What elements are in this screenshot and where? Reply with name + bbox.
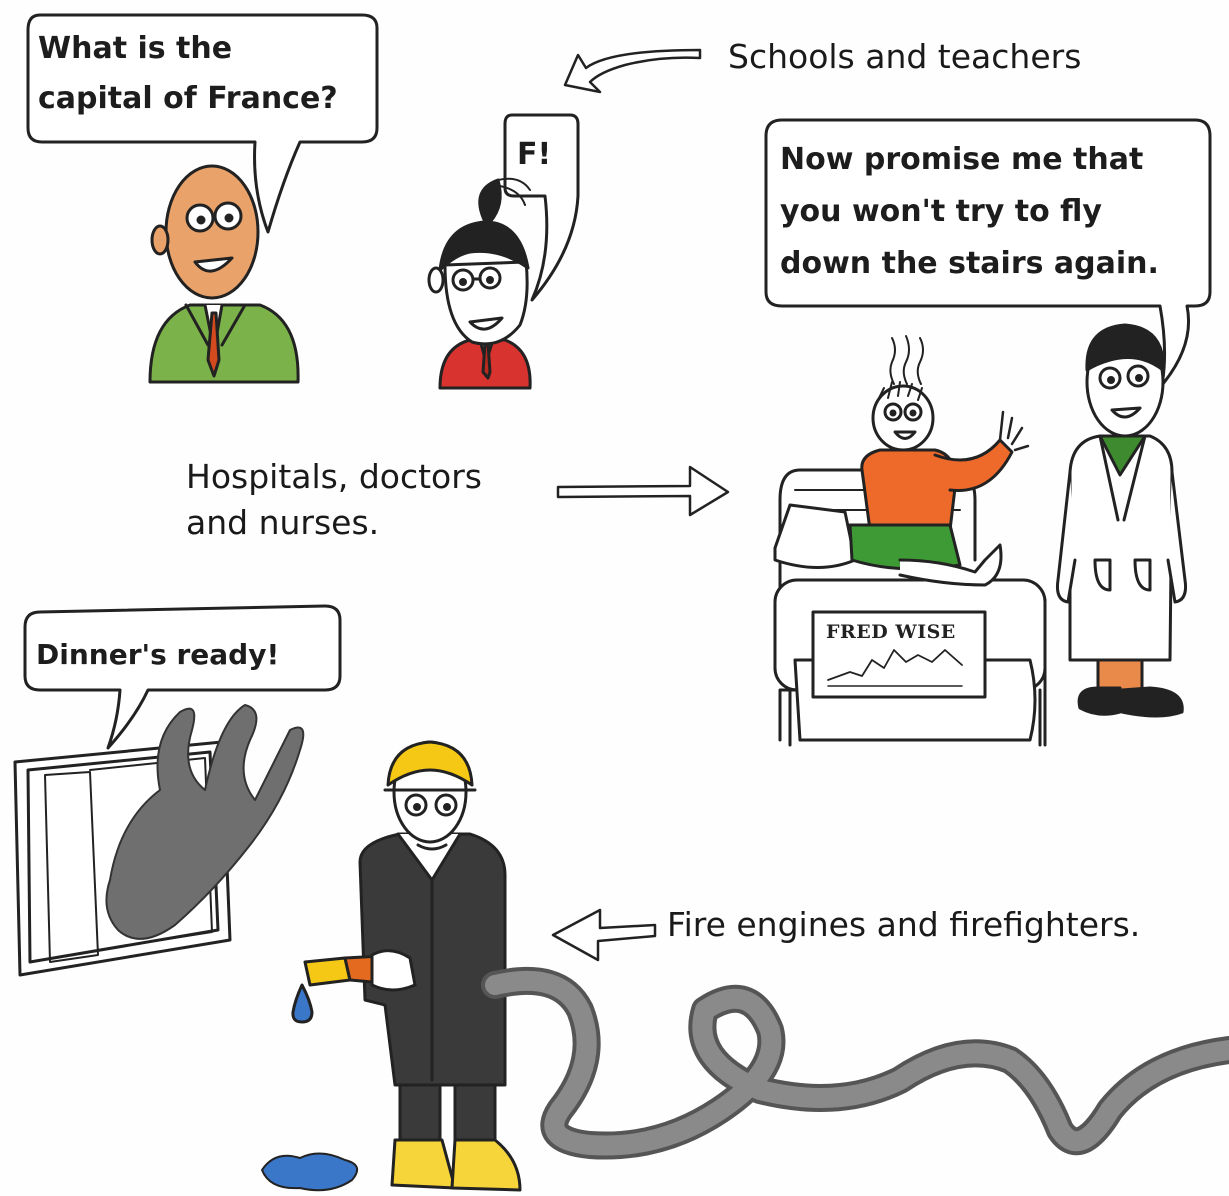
caption-hospitals-line1: Hospitals, doctors <box>186 457 482 496</box>
patient-figure <box>773 335 1030 587</box>
arrow-right <box>556 465 730 517</box>
firefighter-figure <box>358 740 522 1192</box>
doctor-speech-line: you won't try to fly <box>780 194 1102 229</box>
fire-hose <box>481 966 1229 1160</box>
patient-chart <box>811 610 987 699</box>
hospital-bed <box>773 468 1047 747</box>
water-drop <box>291 983 314 1024</box>
dinner-speech-bubble <box>23 604 342 750</box>
arrow-left <box>551 908 657 962</box>
teacher-speech-bubble <box>26 13 379 234</box>
teacher-speech-line: capital of France? <box>38 81 338 116</box>
caption-schools: Schools and teachers <box>728 37 1082 76</box>
doctor-speech-line: Now promise me that <box>780 142 1144 177</box>
water-puddle <box>261 1152 359 1192</box>
caption-fire: Fire engines and firefighters. <box>667 905 1141 944</box>
teacher-figure <box>148 164 300 384</box>
smoke <box>105 704 305 940</box>
caption-hospitals-line2: and nurses. <box>186 503 380 542</box>
doctor-speech-text: Now promise me that you won't try to fly… <box>780 134 1159 290</box>
teacher-speech-text: What is the capital of France? <box>38 24 338 124</box>
doctor-speech-line: down the stairs again. <box>780 246 1159 281</box>
doctor-figure <box>1056 323 1187 718</box>
teacher-speech-line: What is the <box>38 31 233 66</box>
curved-arrow-left <box>563 48 702 94</box>
patient-chart-label: FRED WISE <box>826 621 956 643</box>
student-speech-text: F! <box>517 137 552 172</box>
student-speech-bubble <box>503 113 580 302</box>
student-figure <box>427 177 532 390</box>
dinner-speech-text: Dinner's ready! <box>36 638 280 671</box>
patient-chart-graph <box>827 649 963 681</box>
hose-nozzle <box>303 949 417 992</box>
